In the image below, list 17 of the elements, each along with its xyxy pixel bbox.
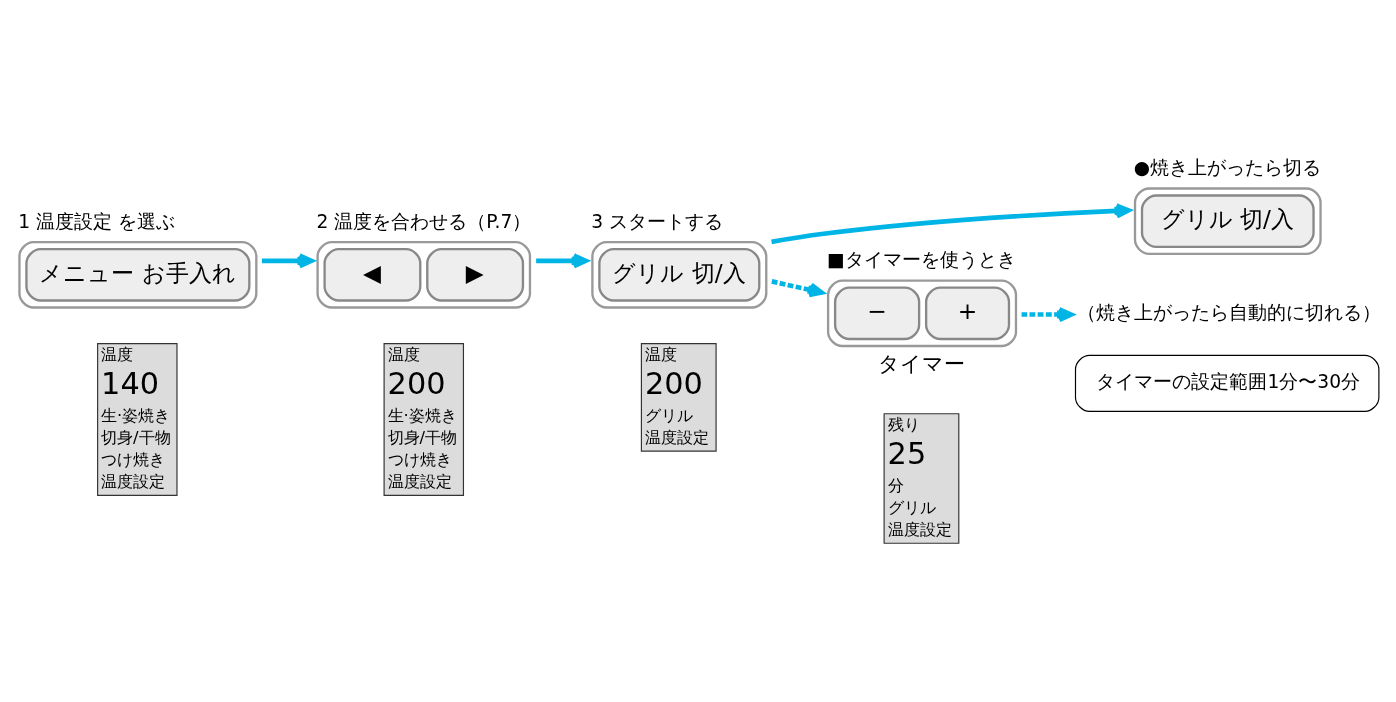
node-box: タイマーの設定範囲1分〜30分 [1074, 354, 1380, 412]
node-box: − + [826, 279, 1018, 348]
node-label: 2 温度を合わせる（P.7） [316, 210, 532, 232]
node-box: ◀ ▶ [316, 241, 532, 309]
node-label: ■タイマーを使うとき [826, 249, 1016, 271]
node-label: 3 スタートする [591, 210, 724, 232]
node-box: グリル 切/入 [591, 241, 768, 309]
node-label: ●焼き上がったら切る [1133, 157, 1322, 179]
arrow [771, 279, 825, 298]
node-box: グリル 切/入 [1133, 187, 1322, 255]
node-text: （焼き上がったら自動的に切れる） [1076, 301, 1381, 323]
arrow [1021, 306, 1074, 323]
node-label: タイマー [878, 352, 966, 377]
arrow [771, 203, 1132, 245]
node-label: 1 温度設定 を選ぶ [18, 210, 176, 232]
arrow [261, 253, 314, 269]
node-box: メニュー お手入れ [18, 241, 258, 309]
